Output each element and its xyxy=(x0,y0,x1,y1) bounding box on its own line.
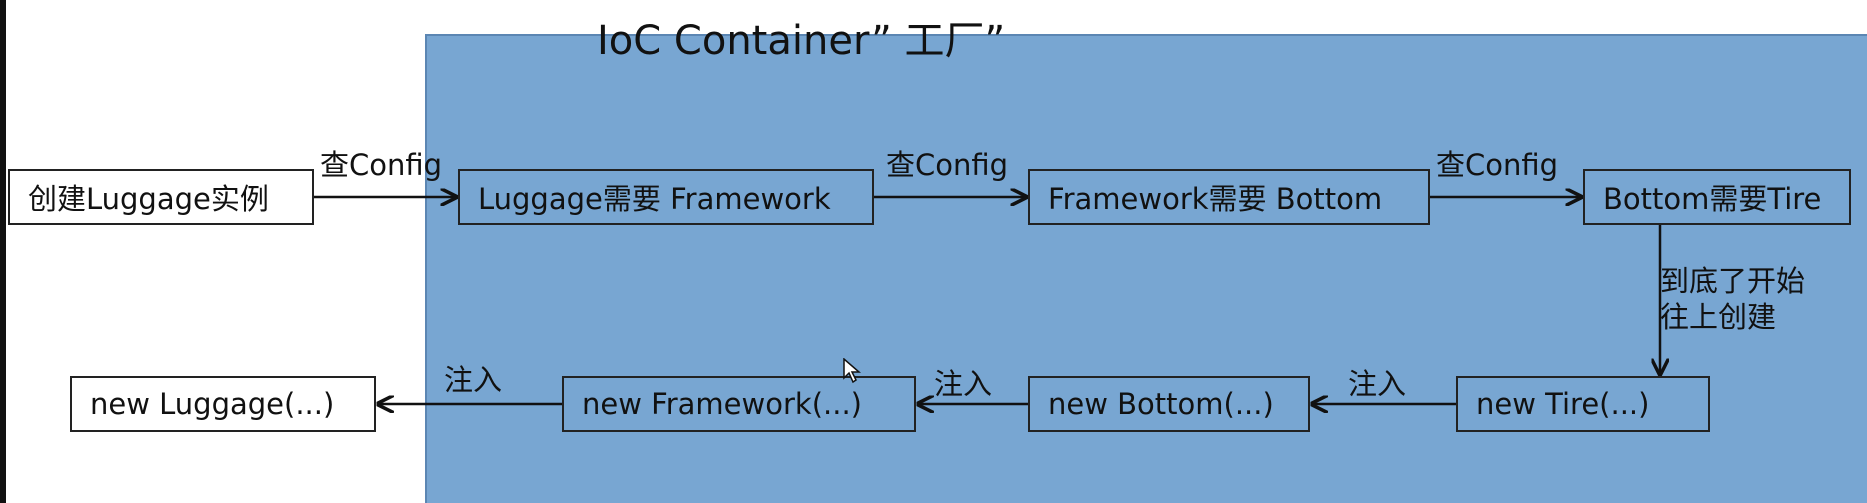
node-new-framework-label: new Framework(...) xyxy=(582,387,862,421)
node-create-luggage: 创建Luggage实例 xyxy=(8,169,314,225)
node-new-luggage: new Luggage(...) xyxy=(70,376,376,432)
node-create-luggage-label: 创建Luggage实例 xyxy=(28,182,269,216)
edge-label-check-config-1: 查Config xyxy=(320,148,443,182)
node-new-bottom: new Bottom(...) xyxy=(1028,376,1310,432)
node-framework-needs-bottom: Framework需要 Bottom xyxy=(1028,169,1430,225)
node-new-tire: new Tire(...) xyxy=(1456,376,1710,432)
container-title: IoC Container” 工厂” xyxy=(597,18,1006,64)
edge-label-inject-1: 注入 xyxy=(1348,367,1407,401)
node-bottom-needs-tire: Bottom需要Tire xyxy=(1583,169,1851,225)
edge-label-inject-3: 注入 xyxy=(444,363,503,397)
node-bottom-needs-tire-label: Bottom需要Tire xyxy=(1603,182,1822,216)
node-luggage-needs-framework: Luggage需要 Framework xyxy=(458,169,874,225)
edge-label-bottom-line-2: 往上创建 xyxy=(1660,300,1777,334)
node-new-tire-label: new Tire(...) xyxy=(1476,387,1650,421)
edge-label-check-config-2: 查Config xyxy=(886,148,1009,182)
node-new-luggage-label: new Luggage(...) xyxy=(90,387,335,421)
ioc-container-panel xyxy=(425,34,1867,503)
edge-label-bottom-line-1: 到底了开始 xyxy=(1660,264,1806,298)
edge-label-check-config-3: 查Config xyxy=(1436,148,1559,182)
edge-label-inject-2: 注入 xyxy=(934,367,993,401)
node-new-framework: new Framework(...) xyxy=(562,376,916,432)
node-luggage-needs-framework-label: Luggage需要 Framework xyxy=(478,182,831,216)
mouse-cursor-icon xyxy=(843,358,861,384)
left-edge xyxy=(0,0,6,503)
node-new-bottom-label: new Bottom(...) xyxy=(1048,387,1274,421)
node-framework-needs-bottom-label: Framework需要 Bottom xyxy=(1048,182,1383,216)
